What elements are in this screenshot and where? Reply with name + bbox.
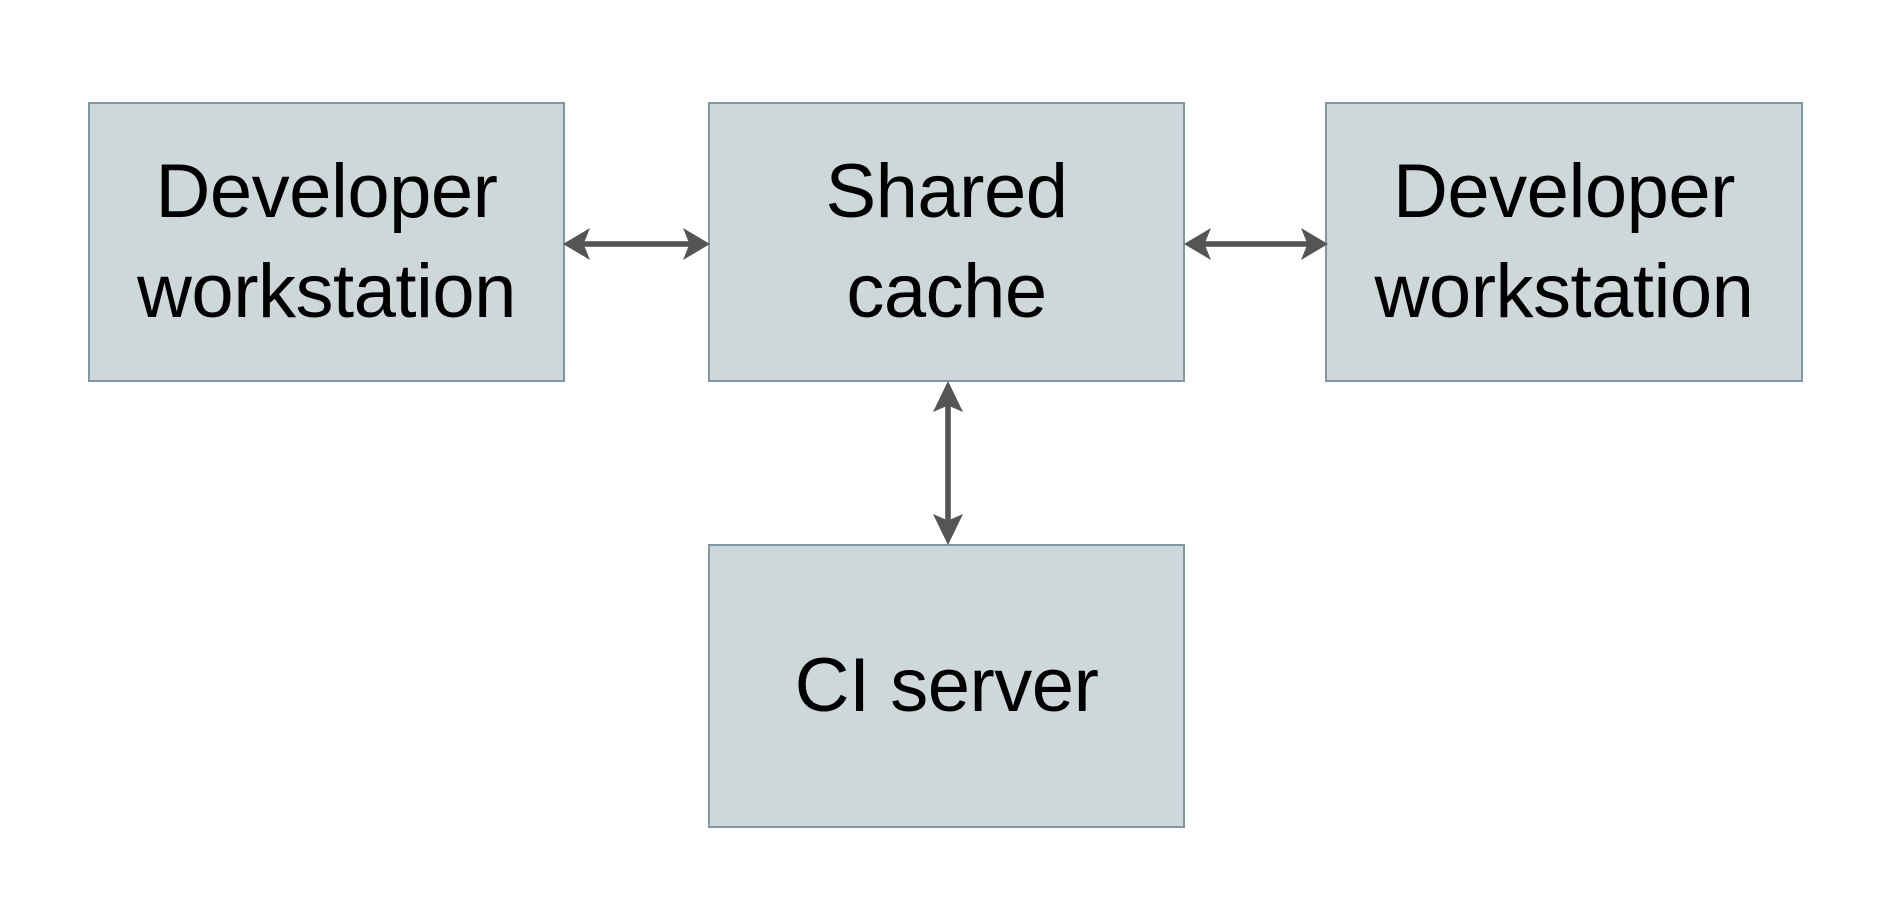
- node-label-developer-workstation-right: Developer workstation: [1374, 148, 1754, 334]
- node-developer-workstation-right[interactable]: Developer workstation: [1325, 102, 1803, 382]
- double-arrow-horizontal-icon: [1184, 228, 1328, 260]
- node-developer-workstation-left[interactable]: Developer workstation: [88, 102, 565, 382]
- node-shared-cache[interactable]: Shared cache: [708, 102, 1185, 382]
- edge-developer-left-to-shared-cache[interactable]: [560, 213, 713, 275]
- node-label-developer-workstation-left: Developer workstation: [137, 148, 516, 334]
- double-arrow-vertical-icon: [933, 381, 963, 545]
- double-arrow-horizontal-icon: [563, 228, 710, 260]
- edge-shared-cache-to-developer-right[interactable]: [1181, 213, 1331, 275]
- node-ci-server[interactable]: CI server: [708, 544, 1185, 828]
- node-label-shared-cache: Shared cache: [825, 148, 1068, 334]
- edge-shared-cache-to-ci-server[interactable]: [917, 378, 979, 548]
- node-label-ci-server: CI server: [794, 642, 1099, 728]
